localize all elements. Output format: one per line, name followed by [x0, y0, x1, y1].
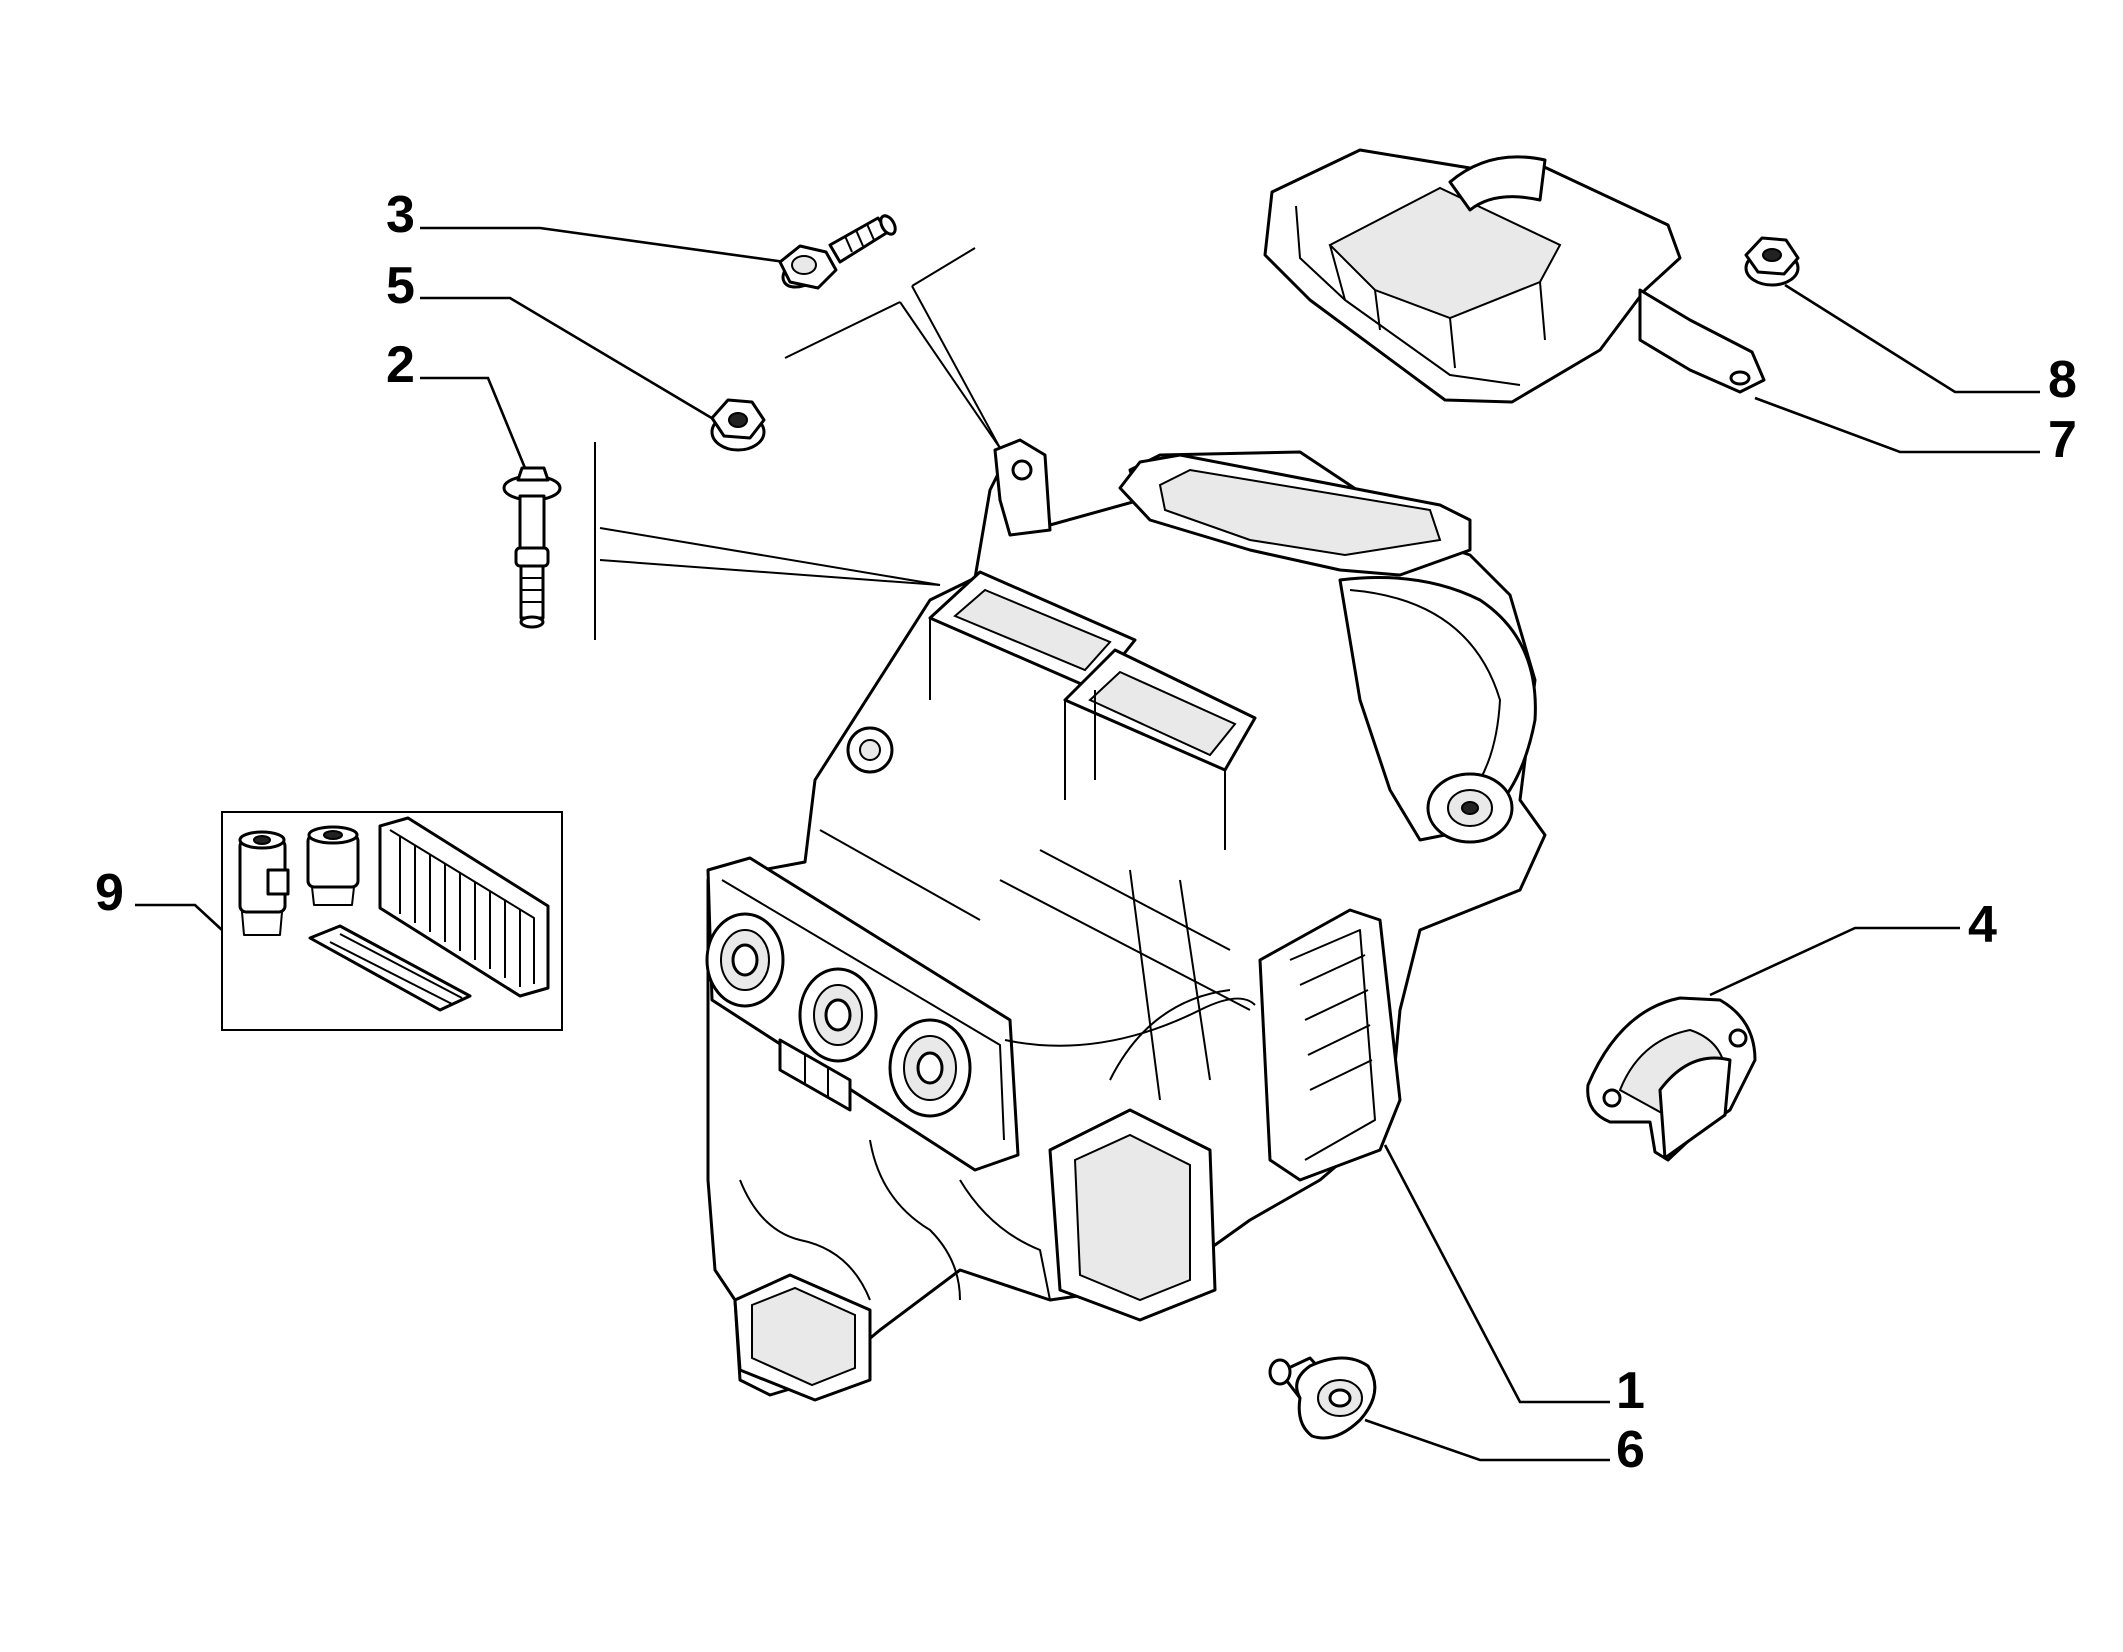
stud-bolt-icon — [502, 466, 562, 629]
leader-line-6 — [1364, 1418, 1610, 1462]
callout-3: 3 — [386, 186, 415, 244]
callout-8: 8 — [2048, 351, 2077, 409]
callout-7: 7 — [2048, 411, 2077, 469]
leader-line-9 — [135, 903, 223, 931]
callout-4: 4 — [1968, 896, 1997, 954]
callout-1: 1 — [1616, 1362, 1645, 1420]
air-duct-cover-icon — [1263, 148, 1766, 404]
leader-line-3 — [420, 226, 786, 264]
flange-nut-icon — [710, 398, 766, 452]
leader-lines — [135, 226, 2040, 1462]
leader-line-8 — [1784, 283, 2040, 394]
leader-line-7 — [1754, 396, 2040, 454]
filter-kit-icon — [221, 811, 563, 1031]
callout-6: 6 — [1616, 1421, 1645, 1479]
leader-line-1 — [1383, 1144, 1610, 1404]
leader-line-4 — [1709, 926, 1960, 997]
hvac-unit-icon — [705, 438, 1547, 1402]
leader-line-2 — [420, 376, 527, 469]
callout-9: 9 — [95, 864, 124, 922]
leader-line-5 — [420, 296, 716, 422]
flange-bolt-icon — [778, 214, 897, 290]
callout-5: 5 — [386, 257, 415, 315]
flange-nut-right-icon — [1744, 236, 1800, 287]
callout-2: 2 — [386, 336, 415, 394]
callout-labels: 3 5 2 9 8 7 4 1 6 — [95, 186, 2077, 1479]
grommet-seal-icon — [1586, 996, 1757, 1162]
reference-lines — [594, 247, 1001, 640]
plug-clip-icon — [1268, 1356, 1377, 1440]
